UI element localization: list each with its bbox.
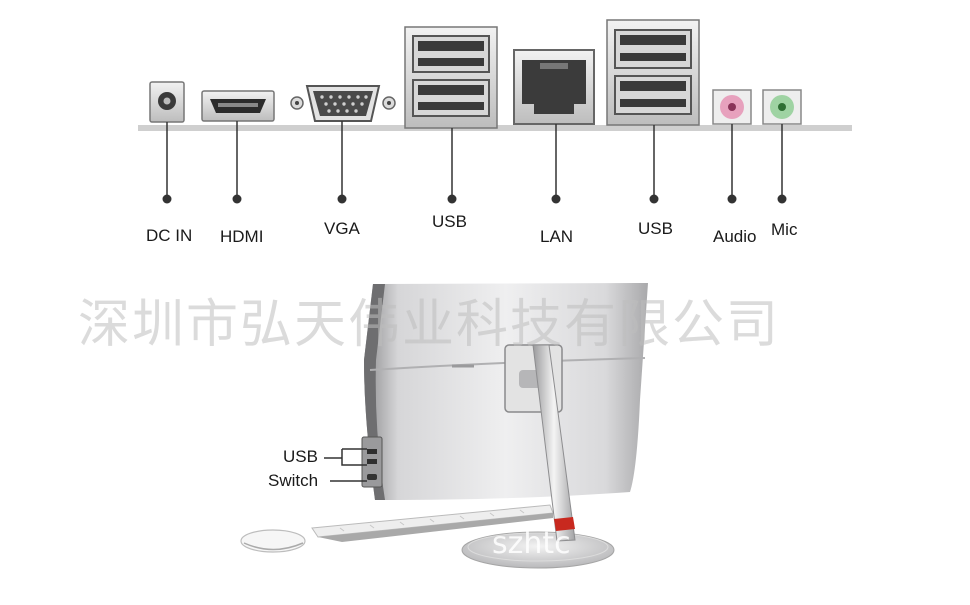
- stand-watermark: szhtc: [492, 526, 571, 561]
- usb-stack-right: [606, 19, 700, 126]
- label-usb-left: USB: [432, 212, 467, 231]
- stand-base: [461, 531, 615, 569]
- dc-in-port: [149, 81, 185, 123]
- keyboard: [311, 504, 554, 542]
- side-ports: [361, 436, 383, 488]
- stand-pole: [532, 344, 576, 542]
- side-callouts: [324, 448, 367, 482]
- leader-lines: [166, 121, 783, 199]
- audio-jack: [712, 89, 752, 125]
- label-side-usb: USB: [283, 447, 318, 466]
- label-mic: Mic: [771, 220, 798, 239]
- leader-dots: [162, 194, 787, 204]
- mouse: [240, 529, 306, 553]
- mic-jack: [762, 89, 802, 125]
- label-audio: Audio: [713, 227, 757, 246]
- hdmi-port: [201, 90, 275, 122]
- label-lan: LAN: [540, 227, 574, 246]
- label-usb-right: USB: [638, 219, 673, 238]
- lan-port: [513, 49, 595, 125]
- label-dc-in: DC IN: [146, 226, 193, 245]
- label-hdmi: HDMI: [220, 227, 264, 246]
- usb-stack-left: [404, 26, 498, 129]
- vga-port: [290, 85, 396, 122]
- company-watermark: 深圳市弘天伟业科技有限公司: [78, 295, 781, 355]
- label-vga: VGA: [324, 219, 360, 238]
- label-side-switch: Switch: [268, 471, 319, 490]
